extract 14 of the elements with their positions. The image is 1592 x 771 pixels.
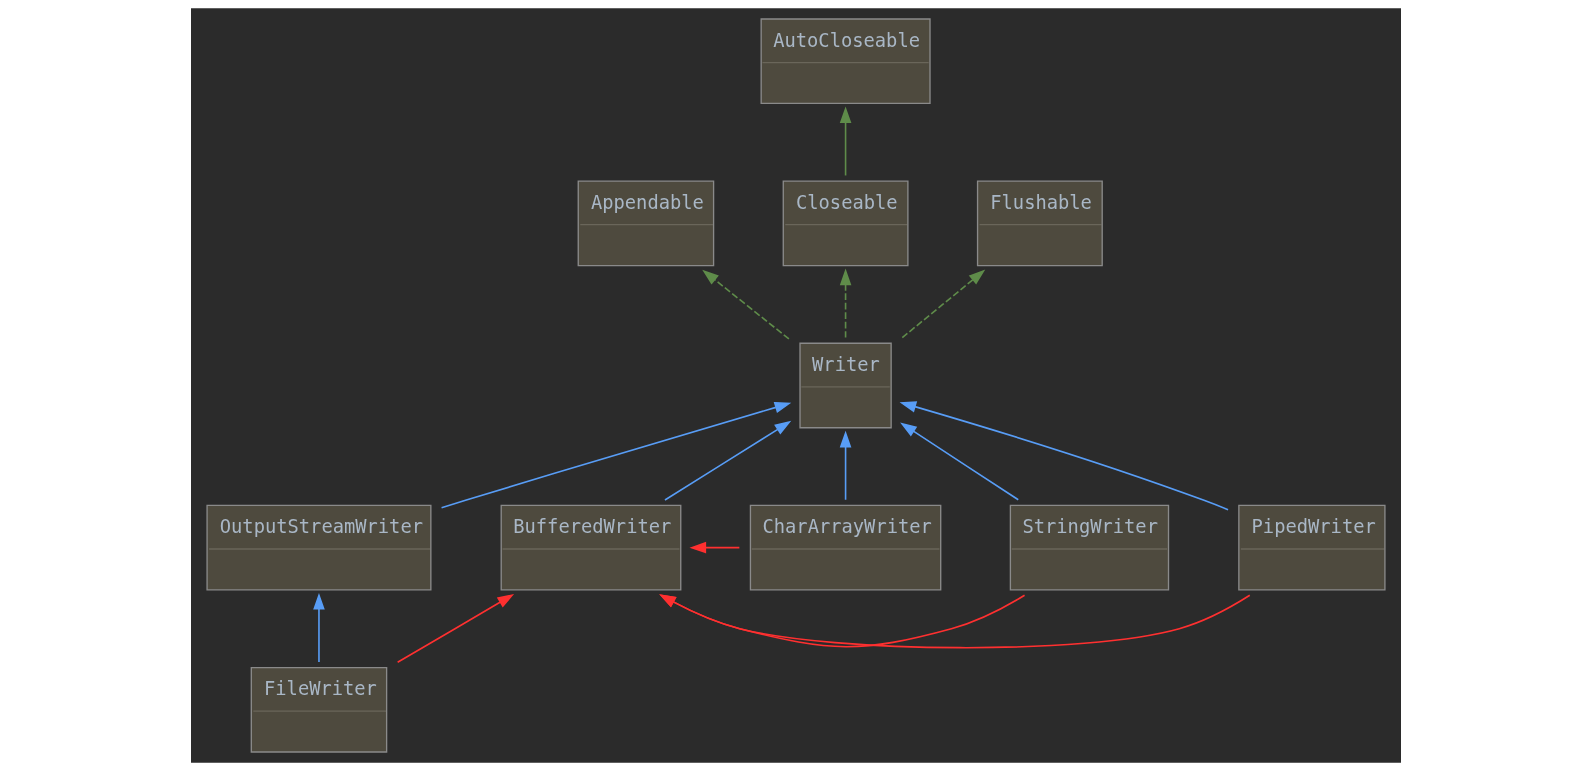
- arrow: [839, 106, 852, 177]
- arrow: [440, 401, 792, 509]
- arrow: [839, 268, 852, 339]
- arrow: [659, 594, 1251, 649]
- arrow: [900, 422, 1020, 501]
- arrow: [659, 594, 1026, 648]
- arrow: [313, 592, 325, 663]
- arrow: [901, 269, 986, 339]
- arrow: [702, 269, 790, 340]
- arrow: [839, 430, 852, 501]
- arrow: [664, 420, 792, 501]
- arrow: [396, 594, 515, 664]
- arrow: [899, 401, 1229, 511]
- arrow: [689, 541, 741, 554]
